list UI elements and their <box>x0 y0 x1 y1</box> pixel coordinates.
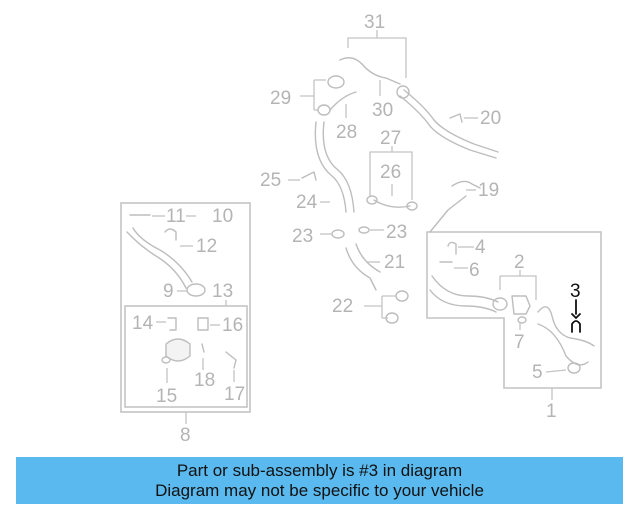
callout-23-left: 23 <box>292 226 313 247</box>
callout-27: 27 <box>380 128 401 149</box>
callout-19: 19 <box>478 180 499 201</box>
callout-11: 11 <box>166 206 186 227</box>
callout-25: 25 <box>260 170 281 191</box>
callout-10: 10 <box>212 206 233 227</box>
callout-8: 8 <box>180 425 191 446</box>
callout-28: 28 <box>336 122 357 143</box>
highlighted-part-3 <box>571 299 581 333</box>
banner-line-part: Part or sub-assembly is #3 in diagram <box>176 461 463 480</box>
callout-22: 22 <box>332 296 353 317</box>
callout-16: 16 <box>222 315 243 336</box>
hose-parts-group-8 <box>126 214 237 369</box>
callout-labels: 31 29 30 28 20 27 26 25 19 24 11 10 23 2… <box>132 12 581 446</box>
callout-3-highlighted: 3 <box>570 281 581 302</box>
callout-30: 30 <box>372 100 393 121</box>
leader-lines-box-1 <box>454 246 567 373</box>
banner-line-disclaimer: Diagram may not be specific to your vehi… <box>155 481 484 500</box>
callout-29: 29 <box>270 88 291 109</box>
callout-1: 1 <box>546 401 557 422</box>
hose-parts-group-1 <box>429 241 595 374</box>
center-parts <box>288 30 499 324</box>
callout-26: 26 <box>380 162 401 183</box>
callout-31: 31 <box>364 12 385 33</box>
callout-6: 6 <box>469 260 480 281</box>
callout-20: 20 <box>480 108 501 129</box>
leader-lines-box-8 <box>152 215 235 383</box>
assembly-box-1 <box>426 231 602 400</box>
callout-7: 7 <box>514 332 525 353</box>
callout-12: 12 <box>196 236 217 257</box>
callout-21: 21 <box>384 252 405 273</box>
callout-13: 13 <box>212 281 233 302</box>
callout-9: 9 <box>163 281 174 302</box>
callout-2: 2 <box>514 252 525 273</box>
callout-14: 14 <box>132 313 154 334</box>
parts-diagram: 31 29 30 28 20 27 26 25 19 24 11 10 23 2… <box>120 12 602 446</box>
assembly-box-8 <box>120 202 251 424</box>
callout-15: 15 <box>156 386 177 407</box>
callout-17: 17 <box>224 384 245 405</box>
callout-18: 18 <box>194 370 215 391</box>
callout-23-right: 23 <box>386 222 407 243</box>
callout-4: 4 <box>475 237 486 258</box>
info-banner: Part or sub-assembly is #3 in diagram Di… <box>16 457 623 504</box>
callout-24: 24 <box>296 192 318 213</box>
callout-5: 5 <box>532 362 543 383</box>
